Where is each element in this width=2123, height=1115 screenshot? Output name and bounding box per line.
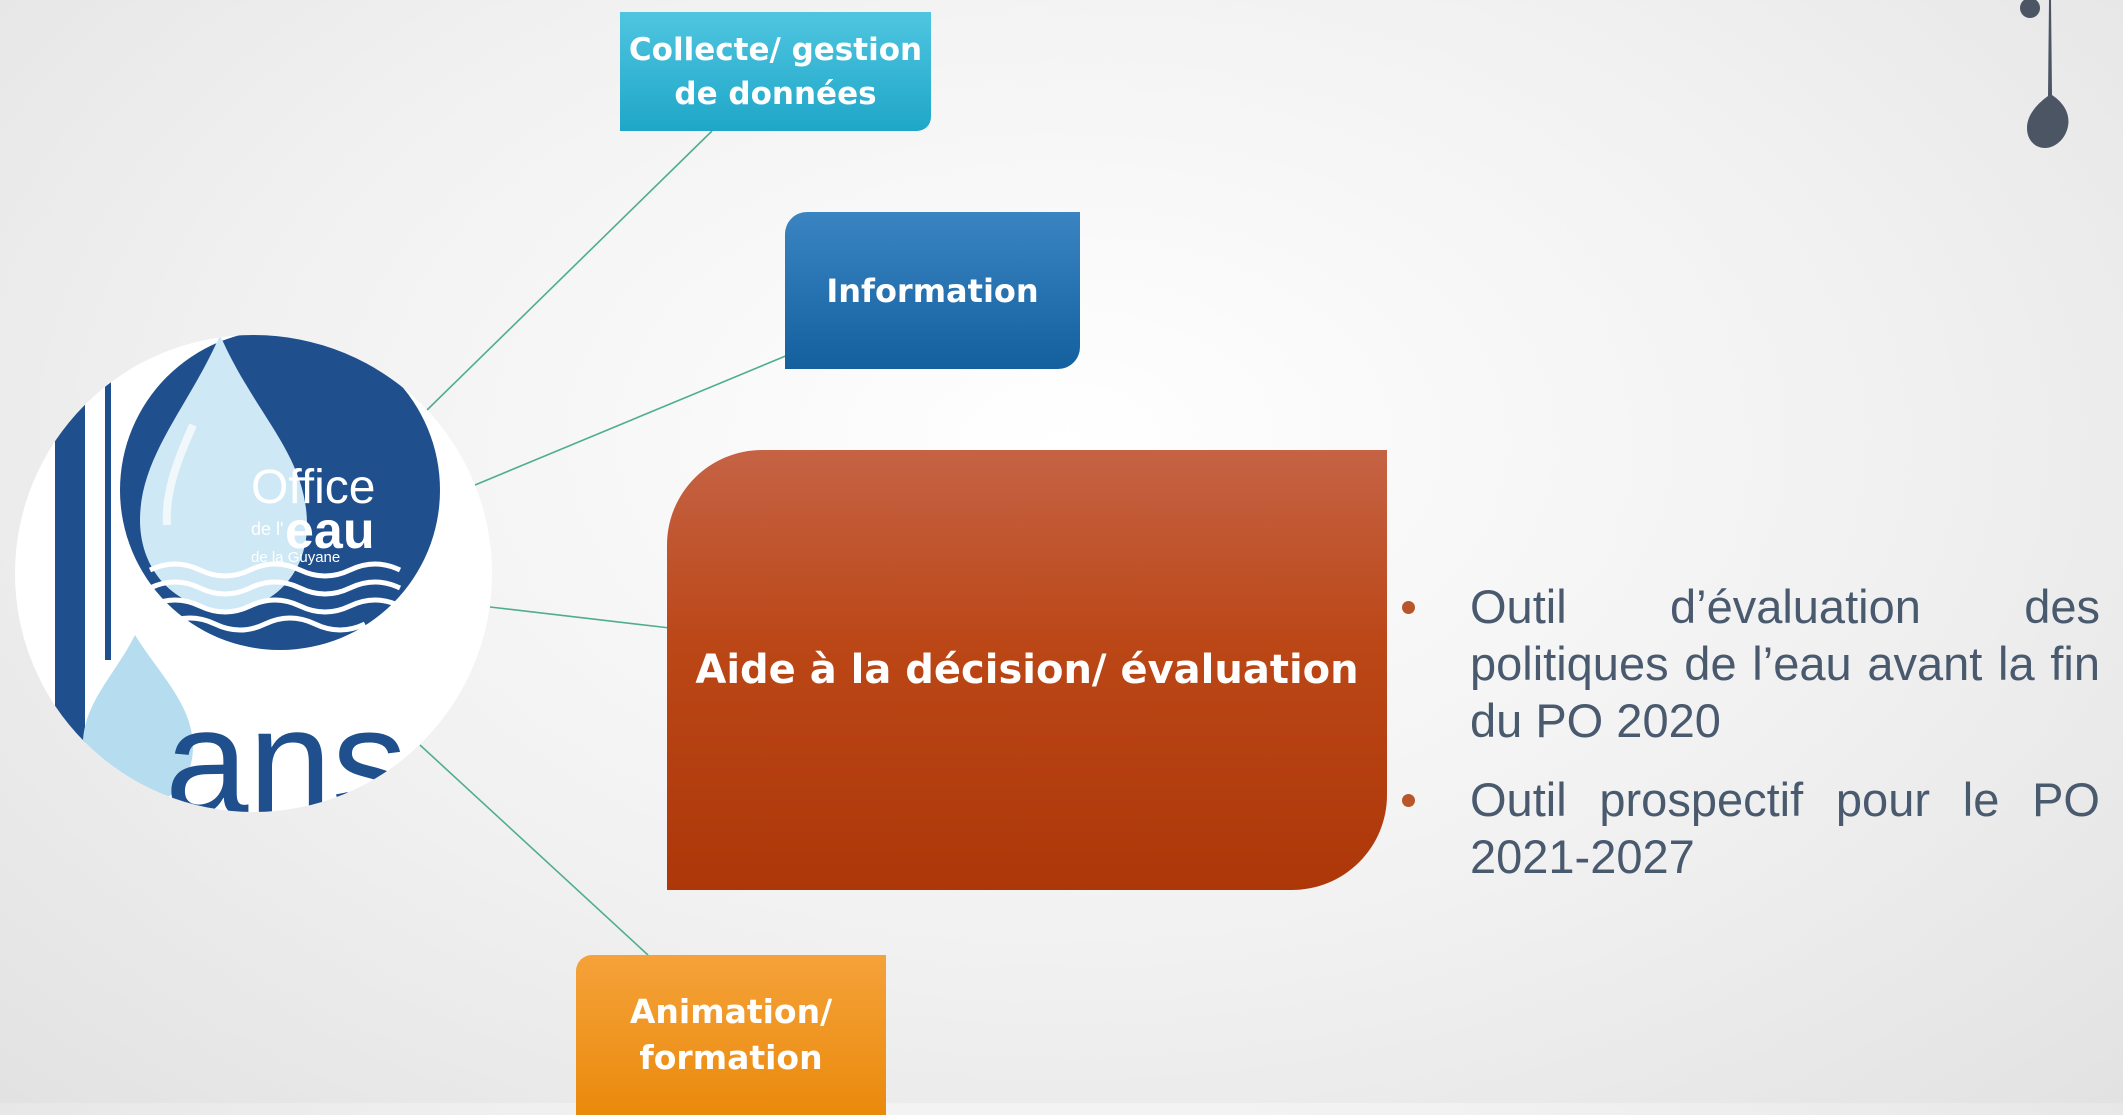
connector-collecte	[426, 130, 713, 411]
logo-small-drop	[83, 635, 193, 805]
bullet-item: Outil d’évaluation des politiques de l’e…	[1390, 578, 2100, 749]
node-animation: Animation/ formation	[576, 955, 886, 1115]
connector-aide	[489, 606, 671, 629]
logo-tagline-fragment: ans	[165, 677, 407, 812]
bullet-item: Outil prospectif pour le PO 2021-2027	[1390, 771, 2100, 885]
connector-information	[474, 354, 789, 486]
node-collecte: Collecte/ gestion de données	[620, 12, 931, 131]
logo-drop-icon	[140, 335, 307, 610]
logo-region-text: de la Guyane	[251, 549, 340, 566]
logo-eau-text: eau	[285, 502, 375, 560]
water-drop-icon	[2020, 0, 2069, 148]
logo-drop-shine	[162, 423, 197, 526]
bullet-list: Outil d’évaluation des politiques de l’e…	[1390, 578, 2100, 907]
node-aide-decision: Aide à la décision/ évaluation	[667, 450, 1387, 890]
logo-bar	[55, 370, 85, 780]
bullet-text: Outil prospectif pour le PO 2021-2027	[1470, 773, 2100, 883]
logo-office-text: Office	[251, 461, 376, 514]
bullet-marker-icon	[1402, 794, 1415, 807]
logo-de-l-text: de l'	[251, 519, 283, 539]
wave-icon	[148, 561, 402, 633]
office-eau-logo: Office de l' eau de la Guyane ans	[15, 335, 492, 812]
logo-graphic: Office de l' eau de la Guyane ans	[55, 335, 440, 812]
bullet-marker-icon	[1402, 601, 1415, 614]
node-information: Information	[785, 212, 1080, 369]
connector-animation	[419, 744, 649, 956]
bullet-text: Outil d’évaluation des politiques de l’e…	[1470, 580, 2100, 747]
logo-thin-bar	[105, 370, 111, 660]
